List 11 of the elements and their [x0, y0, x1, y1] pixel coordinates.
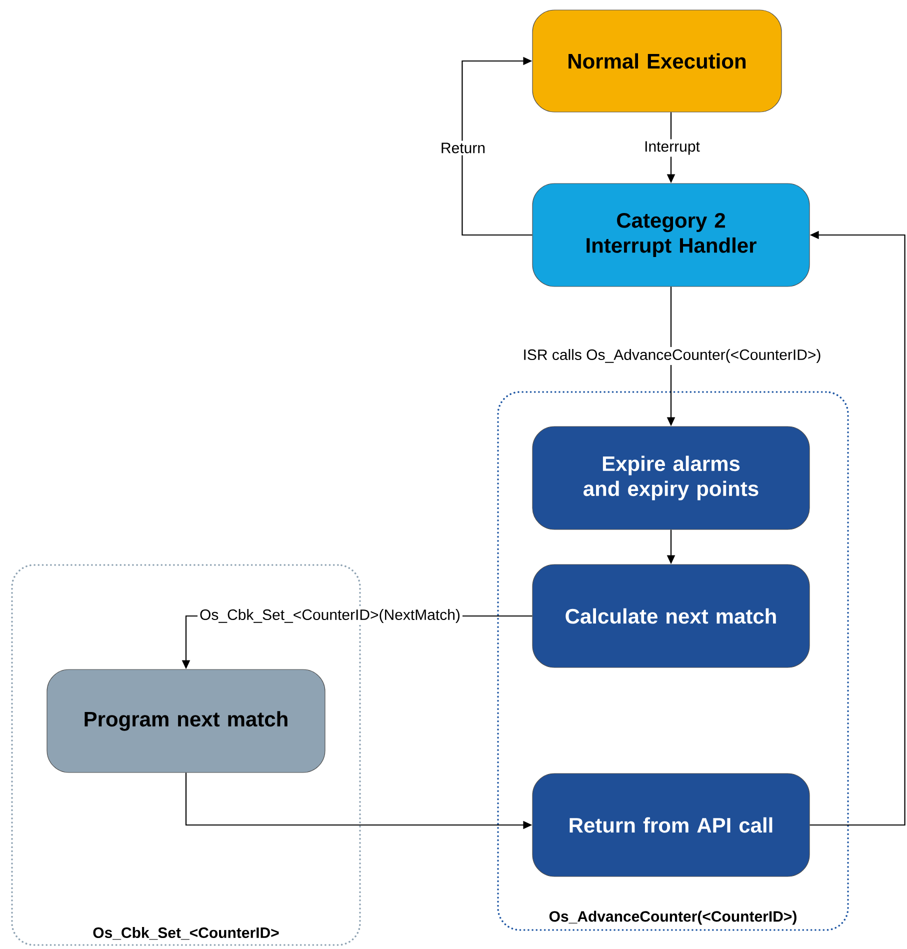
arrow [462, 56, 532, 236]
process-box: Normal Execution [532, 10, 782, 112]
edge-label: ISR calls Os_AdvanceCounter(<CounterID>) [520, 347, 824, 365]
process-box: Calculate next match [532, 564, 810, 668]
process-box: Category 2 Interrupt Handler [532, 183, 810, 287]
process-box: Expire alarms and expiry points [532, 426, 810, 530]
process-box: Program next match [46, 669, 326, 773]
edge-label: Return [438, 140, 488, 156]
edge-label: Interrupt [642, 139, 702, 157]
process-box: Return from API call [532, 773, 810, 877]
edge-label: Os_Cbk_Set_<CounterID>(NextMatch) [198, 607, 462, 625]
